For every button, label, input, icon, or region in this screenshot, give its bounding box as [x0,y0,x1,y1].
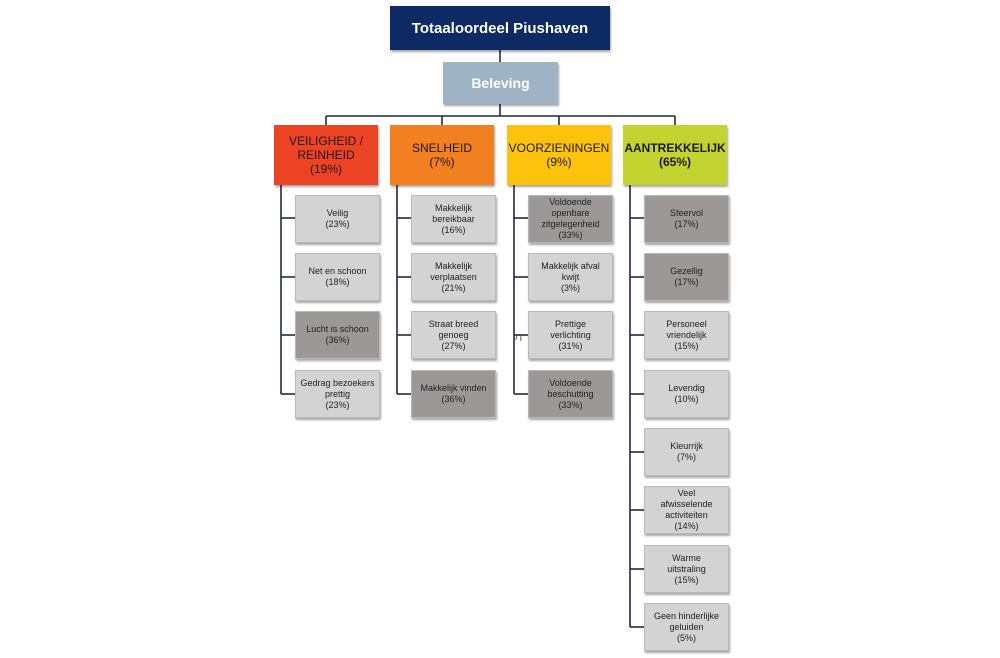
item-voldoende-openbare-zitgelegenheid: Voldoende openbare zitgelegenheid (33%) [528,195,613,243]
item-makkelijk-vinden: Makkelijk vinden (36%) [411,370,496,418]
category-label: VOORZIENINGEN (9%) [508,141,610,169]
item-label: Personeel vriendelijk (15%) [666,318,707,351]
item-personeel-vriendelijk: Personeel vriendelijk (15%) [644,311,729,359]
category-aantrekkelijk: AANTREKKELIJK (65%) [623,125,727,185]
item-label: Levendig (10%) [668,383,705,404]
item-levendig: Levendig (10%) [644,370,729,418]
category-label: AANTREKKELIJK (65%) [624,141,726,169]
item-voldoende-beschutting: Voldoende beschutting (33%) [528,370,613,418]
item-label: Gedrag bezoekers prettig (23%) [300,377,375,410]
item-label: Sfeervol (17%) [669,208,704,229]
item-label: Lucht is schoon (36%) [306,324,369,345]
item-veel-afwisselende-activiteiten: Veel afwisselende activiteiten (14%) [644,486,729,534]
item-makkelijk-bereikbaar: Makkelijk bereikbaar (16%) [411,195,496,243]
category-label: SNELHEID (7%) [411,141,473,169]
item-makkelijk-afval-kwijt: Makkelijk afval kwijt (3%) [528,253,613,301]
item-net-en-schoon: Net en schoon (18%) [295,253,380,301]
item-label: Veel afwisselende activiteiten (14%) [660,488,713,531]
item-gedrag-bezoekers-prettig: Gedrag bezoekers prettig (23%) [295,370,380,418]
item-label: Warme uitstraling (15%) [667,552,706,585]
item-label: Geen hinderlijke geluiden (5%) [653,610,720,643]
item-label: Makkelijk verplaatsen (21%) [430,260,477,293]
category-voorzieningen: VOORZIENINGEN (9%) [507,125,611,185]
item-label: Makkelijk bereikbaar (16%) [432,202,475,235]
item-makkelijk-verplaatsen: Makkelijk verplaatsen (21%) [411,253,496,301]
item-label: Prettige verlichting (31%) [550,318,591,351]
item-warme-uitstraling: Warme uitstraling (15%) [644,545,729,593]
item-geen-hinderlijke-geluiden: Geen hinderlijke geluiden (5%) [644,603,729,651]
category-label: VEILIGHEID / REINHEID (19%) [288,134,364,176]
item-prettige-verlichting: Prettige verlichting (31%) [528,311,613,359]
item-label: Straat breed genoeg (27%) [428,318,479,351]
stray-mark: Lo [513,333,522,342]
item-sfeervol: Sfeervol (17%) [644,195,729,243]
category-snelheid: SNELHEID (7%) [390,125,494,185]
item-gezellig: Gezellig (17%) [644,253,729,301]
root-label: Totaaloordeel Piushaven [411,19,589,37]
item-label: Gezellig (17%) [670,266,703,287]
item-label: Kleurrijk (7%) [670,441,703,462]
item-label: Voldoende openbare zitgelegenheid (33%) [541,197,600,240]
item-label: Net en schoon (18%) [308,266,367,287]
item-kleurrijk: Kleurrijk (7%) [644,428,729,476]
item-label: Makkelijk afval kwijt (3%) [541,260,600,293]
item-veilig: Veilig (23%) [295,195,380,243]
item-lucht-is-schoon: Lucht is schoon (36%) [295,311,380,359]
item-label: Makkelijk vinden (36%) [420,383,487,404]
beleving-label: Beleving [471,75,530,91]
category-veiligheid-reinheid: VEILIGHEID / REINHEID (19%) [274,125,378,185]
root-node: Totaaloordeel Piushaven [390,6,610,50]
beleving-node: Beleving [443,62,558,104]
item-label: Veilig (23%) [325,208,350,229]
item-label: Voldoende beschutting (33%) [547,377,594,410]
item-straat-breed-genoeg: Straat breed genoeg (27%) [411,311,496,359]
